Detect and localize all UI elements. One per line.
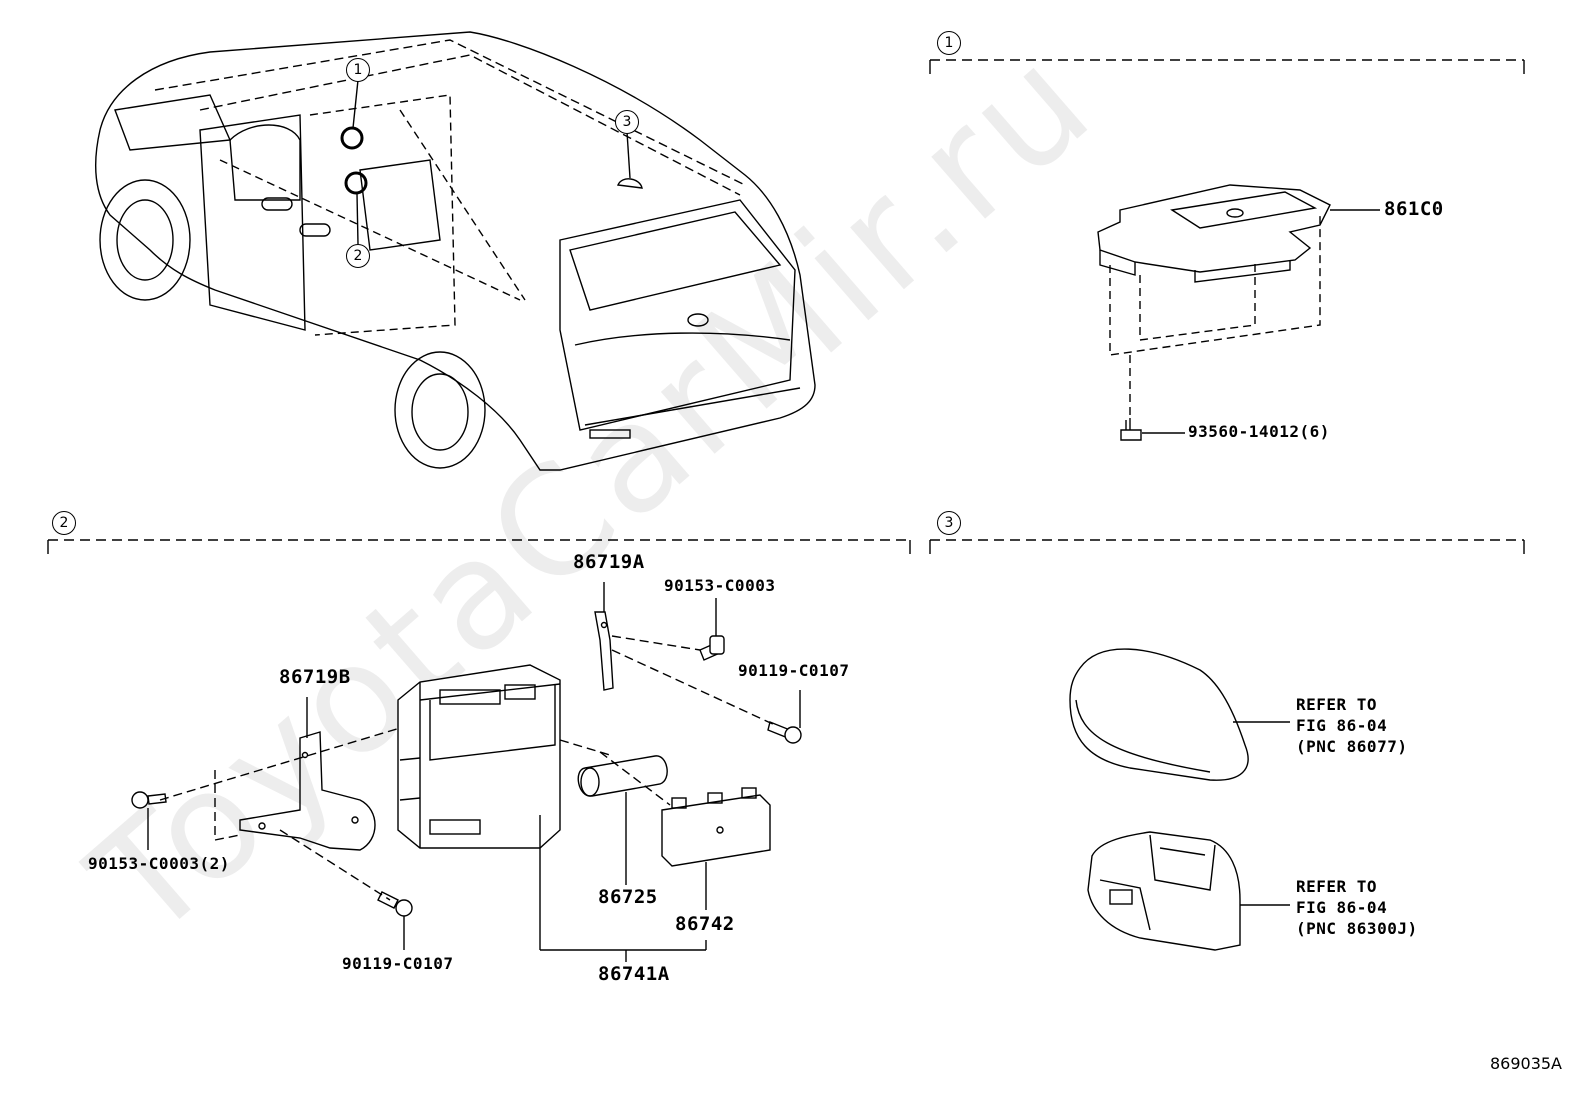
screw-90119-bottom-icon	[377, 891, 413, 917]
vehicle-illustration	[95, 31, 816, 471]
refer-line-1: REFER TO	[1296, 877, 1378, 896]
refer-line-2: FIG 86-04	[1296, 898, 1388, 917]
part-86725: 86725	[598, 886, 658, 908]
section-1	[929, 59, 1525, 441]
bracket-86719A	[594, 611, 614, 691]
part-90153-top: 90153-C0003	[664, 576, 776, 595]
part-86742: 86742	[675, 913, 735, 935]
screw-90119-right-icon	[767, 721, 802, 744]
refer-line-2: FIG 86-04	[1296, 716, 1388, 735]
refer-line-1: REFER TO	[1296, 695, 1378, 714]
ecu-module	[397, 664, 561, 849]
part-86719A: 86719A	[573, 551, 645, 573]
section-3	[929, 539, 1525, 951]
part-90119-right: 90119-C0107	[738, 661, 850, 680]
shark-fin-antenna	[1069, 648, 1249, 781]
section-2	[47, 539, 911, 962]
callout-1-section: 1	[937, 31, 961, 55]
part-86741A: 86741A	[598, 963, 670, 985]
callout-3-section: 3	[937, 511, 961, 535]
callout-2-section: 2	[52, 511, 76, 535]
screw-90153-top-icon	[699, 635, 725, 661]
wireless-charger-861C0	[1097, 184, 1331, 283]
callout-2-vehicle: 2	[346, 244, 370, 268]
part-861C0: 861C0	[1384, 198, 1444, 220]
screw-90153-left-icon	[131, 791, 167, 809]
refer-line-3: (PNC 86300J)	[1296, 919, 1418, 938]
callout-1-vehicle: 1	[346, 58, 370, 82]
callout-3-vehicle: 3	[615, 110, 639, 134]
refer-note-camera: REFER TO FIG 86-04 (PNC 86300J)	[1296, 876, 1418, 939]
bracket-86719B	[239, 731, 376, 851]
part-93560: 93560-14012(6)	[1188, 422, 1330, 441]
part-86719B: 86719B	[279, 666, 351, 688]
camera-module	[1087, 831, 1241, 951]
part-90119-bottom: 90119-C0107	[342, 954, 454, 973]
refer-note-antenna: REFER TO FIG 86-04 (PNC 86077)	[1296, 694, 1407, 757]
bolt-93560-icon	[1120, 418, 1142, 441]
figure-number: 869035A	[1489, 1054, 1562, 1073]
plate-86742	[661, 787, 771, 867]
refer-line-3: (PNC 86077)	[1296, 737, 1408, 756]
part-90153-left: 90153-C0003(2)	[88, 854, 230, 873]
cylinder-86725	[577, 755, 668, 797]
